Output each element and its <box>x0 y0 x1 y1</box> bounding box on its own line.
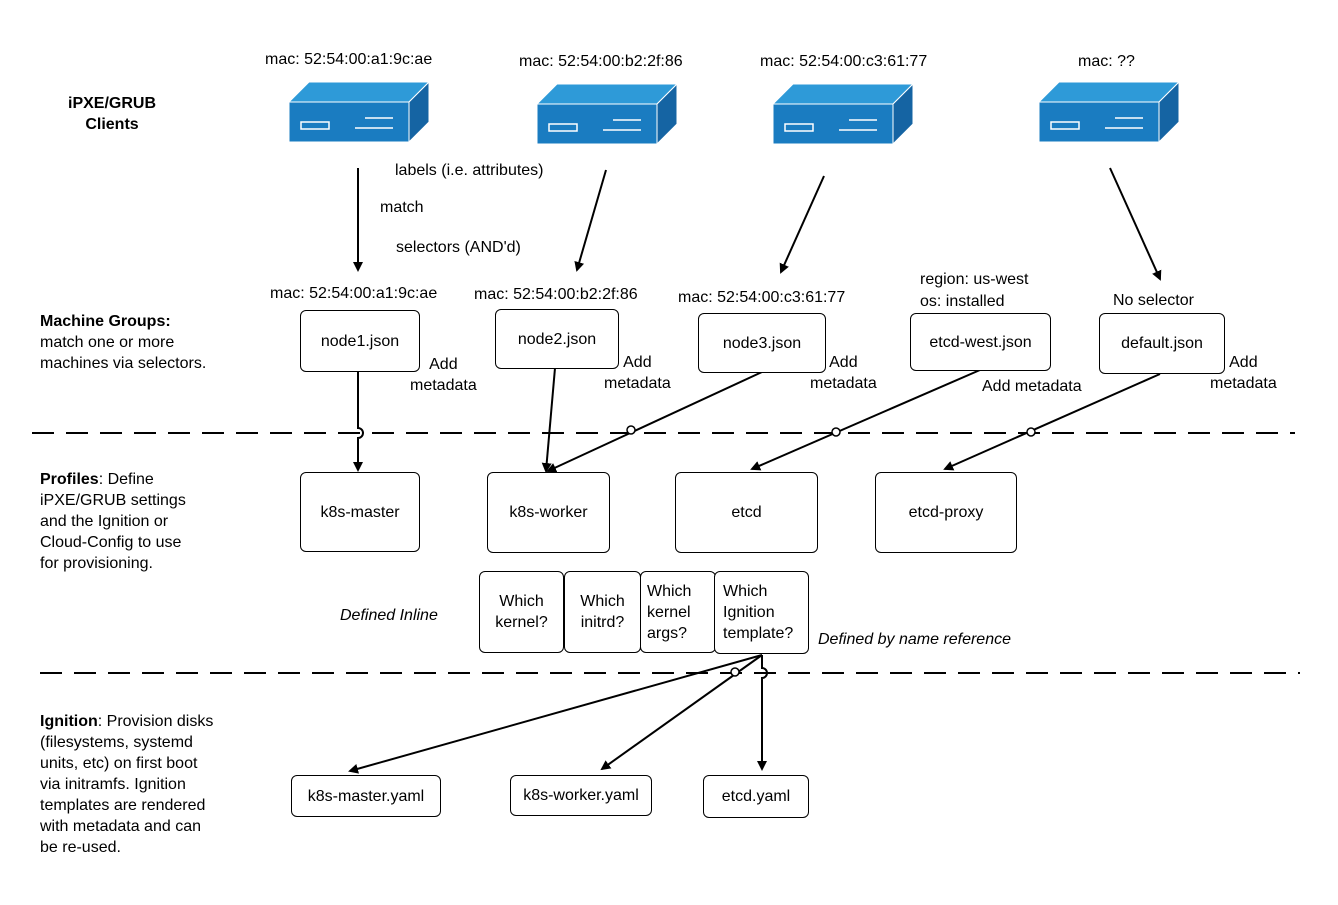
group-1-selector: mac: 52:54:00:a1:9c:ae <box>270 285 438 302</box>
group-node1-box[interactable]: node1.json <box>300 310 420 372</box>
server-icon <box>771 82 915 146</box>
template-label: k8s-master.yaml <box>307 787 425 805</box>
profile-label: etcd-proxy <box>908 504 984 521</box>
server-icon <box>287 80 431 144</box>
arrow-node1-k8s-master <box>353 372 364 472</box>
defined-by-name-label: Defined by name reference <box>818 631 1011 648</box>
group-5-metadata: Add metadata <box>1210 354 1277 392</box>
machine-groups-desc: match one or more machines via selectors… <box>40 334 207 372</box>
profile-label: k8s-worker <box>509 504 588 521</box>
profile-label: etcd <box>731 504 762 521</box>
group-file-label: default.json <box>1121 335 1203 352</box>
server-icon <box>535 82 679 146</box>
group-2-metadata: Add metadata <box>604 354 671 392</box>
group-etcd-west-box[interactable]: etcd-west.json <box>910 313 1051 371</box>
ignition-desc: : Provision disks (filesystems, systemd … <box>40 713 214 856</box>
group-5-selector: No selector <box>1113 292 1194 309</box>
group-4-selector: region: us-west os: installed <box>920 271 1029 310</box>
machine-groups-title: Machine Groups: <box>40 313 171 330</box>
clients-row-label: iPXE/GRUB Clients <box>68 95 157 133</box>
arrow-default-etcd-proxy <box>943 373 1161 471</box>
selectors-annotation: selectors (AND'd) <box>396 239 521 256</box>
profile-k8s-worker-box[interactable]: k8s-worker <box>487 472 610 553</box>
field-ignition-template-box: Which Ignition template? <box>714 571 809 654</box>
group-3-selector: mac: 52:54:00:c3:61:77 <box>678 289 846 306</box>
defined-inline-label: Defined Inline <box>340 607 438 624</box>
server-icon <box>1037 80 1181 144</box>
arrow-client2-node2 <box>574 169 607 272</box>
profiles-desc: : Define iPXE/GRUB settings and the Igni… <box>40 471 186 572</box>
profile-etcd-box[interactable]: etcd <box>675 472 818 553</box>
profile-etcd-proxy-box[interactable]: etcd-proxy <box>875 472 1017 553</box>
field-initrd-box: Which initrd? <box>564 571 641 653</box>
group-file-label: node2.json <box>517 330 597 348</box>
group-node2-box[interactable]: node2.json <box>495 309 619 369</box>
template-k8s-worker-box[interactable]: k8s-worker.yaml <box>510 775 652 816</box>
field-initrd-label: Which initrd? <box>580 593 625 631</box>
client-1-mac: mac: 52:54:00:a1:9c:ae <box>265 51 433 68</box>
arrow-client4-default <box>1109 167 1162 281</box>
profile-label: k8s-master <box>320 503 400 521</box>
arrow-template-k8s-master-yaml <box>348 654 763 774</box>
client-2-mac: mac: 52:54:00:b2:2f:86 <box>519 53 683 70</box>
ignition-row-label: Ignition: Provision disks (filesystems, … <box>40 711 213 858</box>
profiles-row-label: Profiles: Define iPXE/GRUB settings and … <box>40 469 186 574</box>
arrow-node3-k8s-worker <box>546 371 763 473</box>
group-2-selector: mac: 52:54:00:b2:2f:86 <box>474 286 638 303</box>
field-ignition-template-label: Which Ignition template? <box>723 583 794 642</box>
field-kernel-args-box: Which kernel args? <box>640 571 716 653</box>
client-3-mac: mac: 52:54:00:c3:61:77 <box>760 53 928 70</box>
group-file-label: node3.json <box>722 334 802 352</box>
field-kernel-label: Which kernel? <box>495 593 548 631</box>
labels-annotation: labels (i.e. attributes) <box>395 162 544 179</box>
arrow-client3-node3 <box>779 175 825 274</box>
group-node3-box[interactable]: node3.json <box>698 313 826 373</box>
match-annotation: match <box>380 199 424 216</box>
profile-k8s-master-box[interactable]: k8s-master <box>300 472 420 552</box>
group-file-label: etcd-west.json <box>929 333 1032 351</box>
arrow-template-etcd-yaml <box>757 655 768 771</box>
arrow-node2-k8s-worker <box>541 367 556 473</box>
template-label: etcd.yaml <box>721 788 791 805</box>
field-kernel-box: Which kernel? <box>479 571 564 653</box>
template-k8s-master-box[interactable]: k8s-master.yaml <box>291 775 441 817</box>
template-etcd-box[interactable]: etcd.yaml <box>703 775 809 818</box>
group-default-box[interactable]: default.json <box>1099 313 1225 374</box>
profiles-title: Profiles <box>40 471 99 488</box>
template-label: k8s-worker.yaml <box>523 787 639 804</box>
machine-groups-row-label: Machine Groups: match one or more machin… <box>40 311 206 374</box>
ignition-title: Ignition <box>40 713 98 730</box>
field-kernel-args-label: Which kernel args? <box>647 582 692 642</box>
group-file-label: node1.json <box>320 332 400 350</box>
group-1-metadata: Add metadata <box>410 356 477 394</box>
group-4-metadata: Add metadata <box>982 378 1082 395</box>
group-3-metadata: Add metadata <box>810 354 877 392</box>
arrow-etcdwest-etcd <box>750 369 981 471</box>
client-4-mac: mac: ?? <box>1078 53 1135 70</box>
